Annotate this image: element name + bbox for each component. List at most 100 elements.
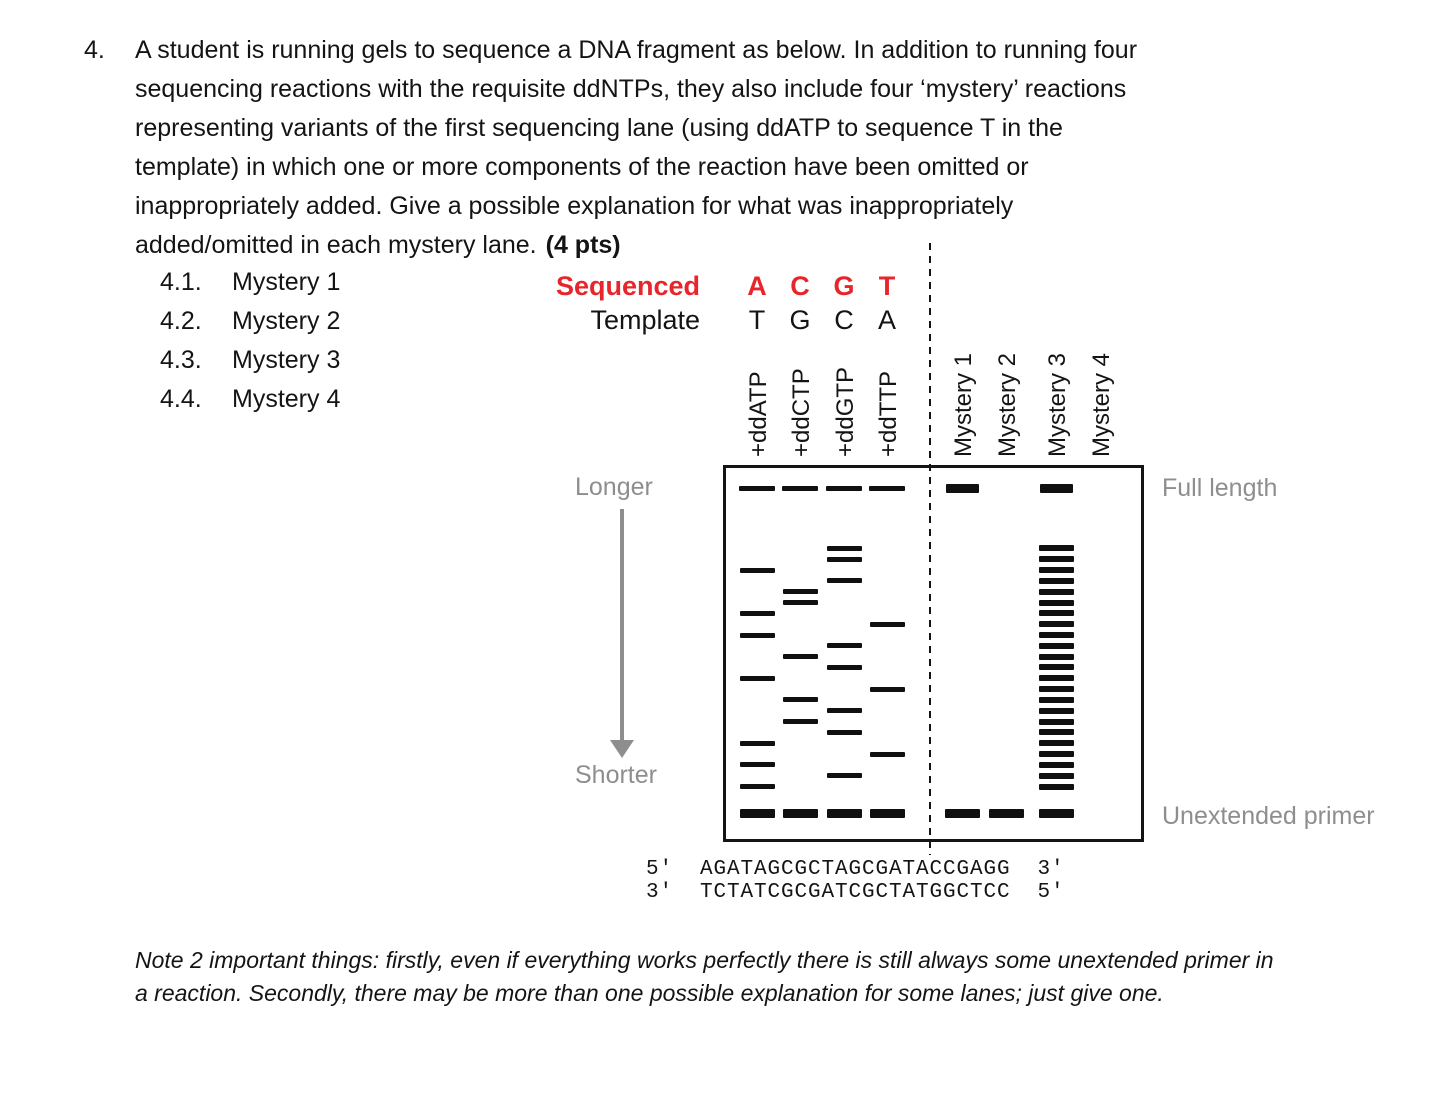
gel-band: [783, 589, 818, 594]
gel-band: [827, 773, 862, 778]
gel-band: [1039, 686, 1074, 692]
lane-label: +ddCTP: [788, 368, 815, 457]
gel-band: [1039, 654, 1074, 660]
lane-label: +ddGTP: [832, 366, 859, 457]
lane-label: Mystery 3: [1044, 352, 1071, 457]
dna-sequence-top-strand: 5' AGATAGCGCTAGCGATACCGAGG 3': [646, 858, 1065, 881]
gel-band: [1039, 578, 1074, 584]
note-line: Note 2 important things: firstly, even i…: [135, 947, 1274, 973]
gel-band: [1039, 632, 1074, 638]
list-item-label: Mystery 1: [232, 268, 341, 296]
mystery-divider-dashed-line: [929, 243, 931, 855]
question-line: sequencing reactions with the requisite …: [135, 75, 1127, 103]
gel-band: [740, 784, 775, 789]
sequenced-row-label: Sequenced: [555, 271, 700, 301]
unextended-primer-band: [827, 809, 862, 818]
question-line: inappropriately added. Give a possible e…: [135, 192, 1014, 220]
dna-sequence-block: 5' AGATAGCGCTAGCGATACCGAGG 3' 3' TCTATCG…: [646, 858, 1065, 904]
gel-band: [1039, 545, 1074, 551]
gel-band: [740, 633, 775, 638]
size-arrow-head-icon: [610, 740, 634, 758]
size-arrow-line: [620, 509, 624, 741]
unextended-primer-band: [870, 809, 905, 818]
unextended-primer-band: [783, 809, 818, 818]
gel-band: [827, 643, 862, 648]
longer-label: Longer: [575, 473, 653, 501]
note-text: Note 2 important things: firstly, even i…: [135, 944, 1274, 1010]
gel-band: [1039, 773, 1074, 779]
gel-band: [740, 762, 775, 767]
gel-band: [827, 557, 862, 562]
list-item-label: Mystery 2: [232, 307, 341, 335]
gel-band: [827, 730, 862, 735]
question-text: A student is running gels to sequence a …: [135, 31, 1137, 265]
unextended-primer-label: Unextended primer: [1162, 802, 1375, 830]
list-item-label: Mystery 4: [232, 385, 341, 413]
template-base: G: [789, 305, 811, 335]
list-item-number: 4.2.: [160, 307, 202, 335]
lane-label: +ddATP: [745, 371, 772, 457]
gel-band: [783, 600, 818, 605]
sequenced-base: A: [747, 271, 767, 301]
full-length-label: Full length: [1162, 474, 1278, 502]
lane-label: Mystery 4: [1088, 352, 1115, 457]
full-length-band: [782, 486, 818, 491]
gel-band: [783, 719, 818, 724]
gel-band: [870, 687, 905, 692]
gel-band: [1039, 675, 1074, 681]
question-line: representing variants of the first seque…: [135, 114, 1063, 142]
gel-band: [1039, 556, 1074, 562]
gel-band: [1039, 762, 1074, 768]
gel-band: [827, 665, 862, 670]
gel-band: [1039, 697, 1074, 703]
sequenced-base: T: [878, 271, 896, 301]
gel-band: [1039, 740, 1074, 746]
gel-band: [1039, 621, 1074, 627]
list-item-number: 4.3.: [160, 346, 202, 374]
template-base: A: [877, 305, 896, 335]
unextended-primer-band: [740, 809, 775, 818]
gel-band: [783, 697, 818, 702]
gel-band: [1039, 589, 1074, 595]
points-label: (4 pts): [545, 231, 621, 259]
gel-band: [1039, 719, 1074, 725]
gel-band: [1039, 600, 1074, 606]
full-length-band: [826, 486, 862, 491]
list-item-number: 4.1.: [160, 268, 202, 296]
gel-band: [740, 568, 775, 573]
template-row-label: Template: [590, 305, 700, 335]
full-length-band: [869, 486, 905, 491]
sequenced-base: G: [833, 271, 855, 301]
template-base: C: [834, 305, 854, 335]
gel-band: [827, 578, 862, 583]
question-line: A student is running gels to sequence a …: [135, 36, 1138, 64]
question-line: template) in which one or more component…: [135, 153, 1029, 181]
template-base: T: [748, 305, 766, 335]
list-item: 4.2. Mystery 2: [160, 302, 340, 341]
gel-band: [1039, 784, 1074, 790]
full-length-band: [739, 486, 775, 491]
sequenced-base: C: [790, 271, 810, 301]
gel-band: [1039, 708, 1074, 714]
dna-sequence-bottom-strand: 3' TCTATCGCGATCGCTATGGCTCC 5': [646, 881, 1065, 904]
mystery-list: 4.1. Mystery 1 4.2. Mystery 2 4.3. Mystery …: [160, 263, 340, 419]
gel-band: [740, 741, 775, 746]
question-line-text: added/omitted in each mystery lane.: [135, 231, 537, 259]
gel-band: [1039, 610, 1074, 616]
list-item-label: Mystery 3: [232, 346, 341, 374]
list-item: 4.3. Mystery 3: [160, 341, 340, 380]
gel-band: [783, 654, 818, 659]
lane-label: +ddTTP: [875, 370, 902, 457]
gel-band: [827, 546, 862, 551]
gel-box: [723, 465, 1144, 842]
list-item: 4.4.Mystery 4: [160, 380, 340, 419]
full-length-band: [1040, 484, 1073, 493]
gel-band: [870, 752, 905, 757]
list-item: 4.1. Mystery 1: [160, 263, 340, 302]
gel-band: [1039, 643, 1074, 649]
question-line: added/omitted in each mystery lane. (4 pt…: [135, 226, 1137, 265]
lane-label: Mystery 1: [950, 352, 977, 457]
gel-band: [827, 708, 862, 713]
shorter-label: Shorter: [575, 761, 657, 789]
